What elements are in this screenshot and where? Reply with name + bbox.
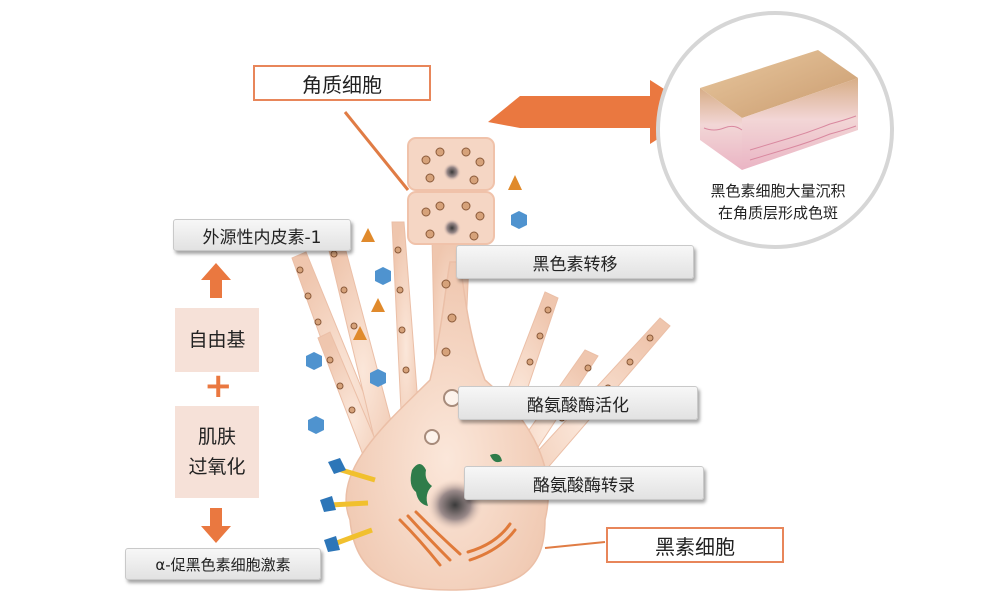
skin-peroxidation-line-1: 肌肤 <box>197 426 236 448</box>
triangle-molecule-icon <box>353 175 522 340</box>
melanocyte-pointer-line <box>544 541 606 549</box>
receptor-icon <box>328 458 376 483</box>
tyrosinase-activation-label: 酪氨酸酶活化 <box>458 386 698 420</box>
tyrosinase-transcription-label: 酪氨酸酶转录 <box>464 466 704 500</box>
callout-line-1: 黑色素细胞大量沉积 <box>710 182 846 200</box>
callout-caption: 黑色素细胞大量沉积 在角质层形成色斑 <box>688 180 868 224</box>
melanin-transfer-label: 黑色素转移 <box>456 245 694 279</box>
keratinocyte-label: 角质细胞 <box>253 65 431 101</box>
melanin-granules <box>296 147 654 422</box>
big-arrow-right-icon <box>488 80 700 144</box>
callout-line-2: 在角质层形成色斑 <box>717 204 838 222</box>
plus-sign: + <box>204 366 233 406</box>
alpha-msh-label: α-促黑色素细胞激素 <box>125 548 321 580</box>
free-radicals-box: 自由基 <box>175 308 259 372</box>
magnified-skin-callout <box>656 11 894 249</box>
keratinocyte-cells <box>407 137 495 245</box>
arrow-down-icon <box>201 508 231 543</box>
chromatin <box>490 453 502 463</box>
skin-peroxidation-line-2: 过氧化 <box>188 456 246 478</box>
melanocyte-label: 黑素细胞 <box>606 527 784 563</box>
receptor-icon <box>324 527 373 552</box>
melanocyte-body <box>345 261 549 591</box>
skin-peroxidation-box: 肌肤 过氧化 <box>175 406 259 498</box>
arrow-up-icon <box>201 263 231 298</box>
chromatin <box>410 464 432 506</box>
exogenous-endothelin-label: 外源性内皮素-1 <box>173 219 351 251</box>
hexagon-molecule-icon <box>306 211 527 434</box>
golgi-apparatus <box>398 510 517 567</box>
vesicle <box>424 429 440 445</box>
receptor-icon <box>320 496 369 512</box>
keratinocyte-pointer-line <box>343 111 410 191</box>
